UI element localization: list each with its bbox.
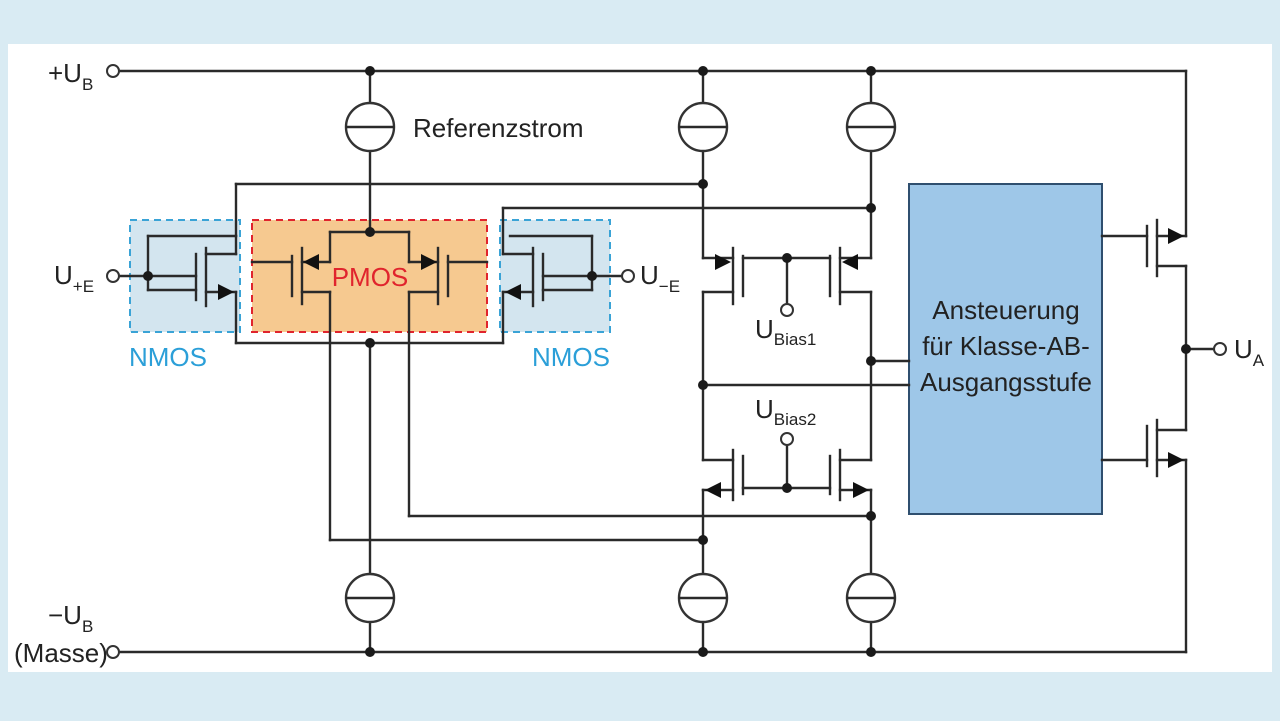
label-control-line3: Ausgangsstufe: [920, 367, 1092, 397]
current-source-top-mid: [677, 69, 729, 260]
label-referenzstrom: Referenzstrom: [413, 113, 584, 143]
label-minus-ub: −UB: [48, 600, 93, 636]
output-stage: [1100, 218, 1216, 478]
label-nmos-left: NMOS: [129, 342, 207, 372]
terminal-u-minus-e: [621, 269, 635, 283]
current-source-ref: [344, 69, 396, 233]
current-source-bottom-left: [344, 341, 396, 654]
terminal-minus-ub: [106, 645, 120, 659]
label-plus-ub: +UB: [48, 58, 93, 94]
terminal-u-bias1: [780, 303, 794, 317]
label-control-line2: für Klasse-AB-: [922, 331, 1090, 361]
terminal-plus-ub: [106, 64, 120, 78]
label-control-line1: Ansteuerung: [932, 295, 1079, 325]
current-source-top-right: [845, 69, 897, 260]
label-masse: (Masse): [14, 638, 108, 668]
folded-cascode: [701, 246, 911, 502]
label-u-minus-e: U−E: [640, 260, 680, 296]
terminal-u-bias2: [780, 432, 794, 446]
label-nmos-right: NMOS: [532, 342, 610, 372]
current-source-bottom-right: [845, 488, 897, 654]
transistor-arrows: [218, 228, 1184, 498]
terminal-u-plus-e: [106, 269, 120, 283]
supply-rails: [116, 69, 1188, 654]
label-u-a: UA: [1234, 334, 1265, 370]
terminal-u-a: [1213, 342, 1227, 356]
label-u-bias1: UBias1: [755, 314, 816, 349]
label-u-plus-e: U+E: [54, 260, 94, 296]
terminals: [106, 64, 1227, 659]
control-block: [908, 183, 1103, 515]
label-u-bias2: UBias2: [755, 394, 816, 429]
label-pmos: PMOS: [332, 262, 409, 292]
current-source-bottom-mid: [677, 488, 729, 654]
junction-dots: [143, 66, 1191, 657]
